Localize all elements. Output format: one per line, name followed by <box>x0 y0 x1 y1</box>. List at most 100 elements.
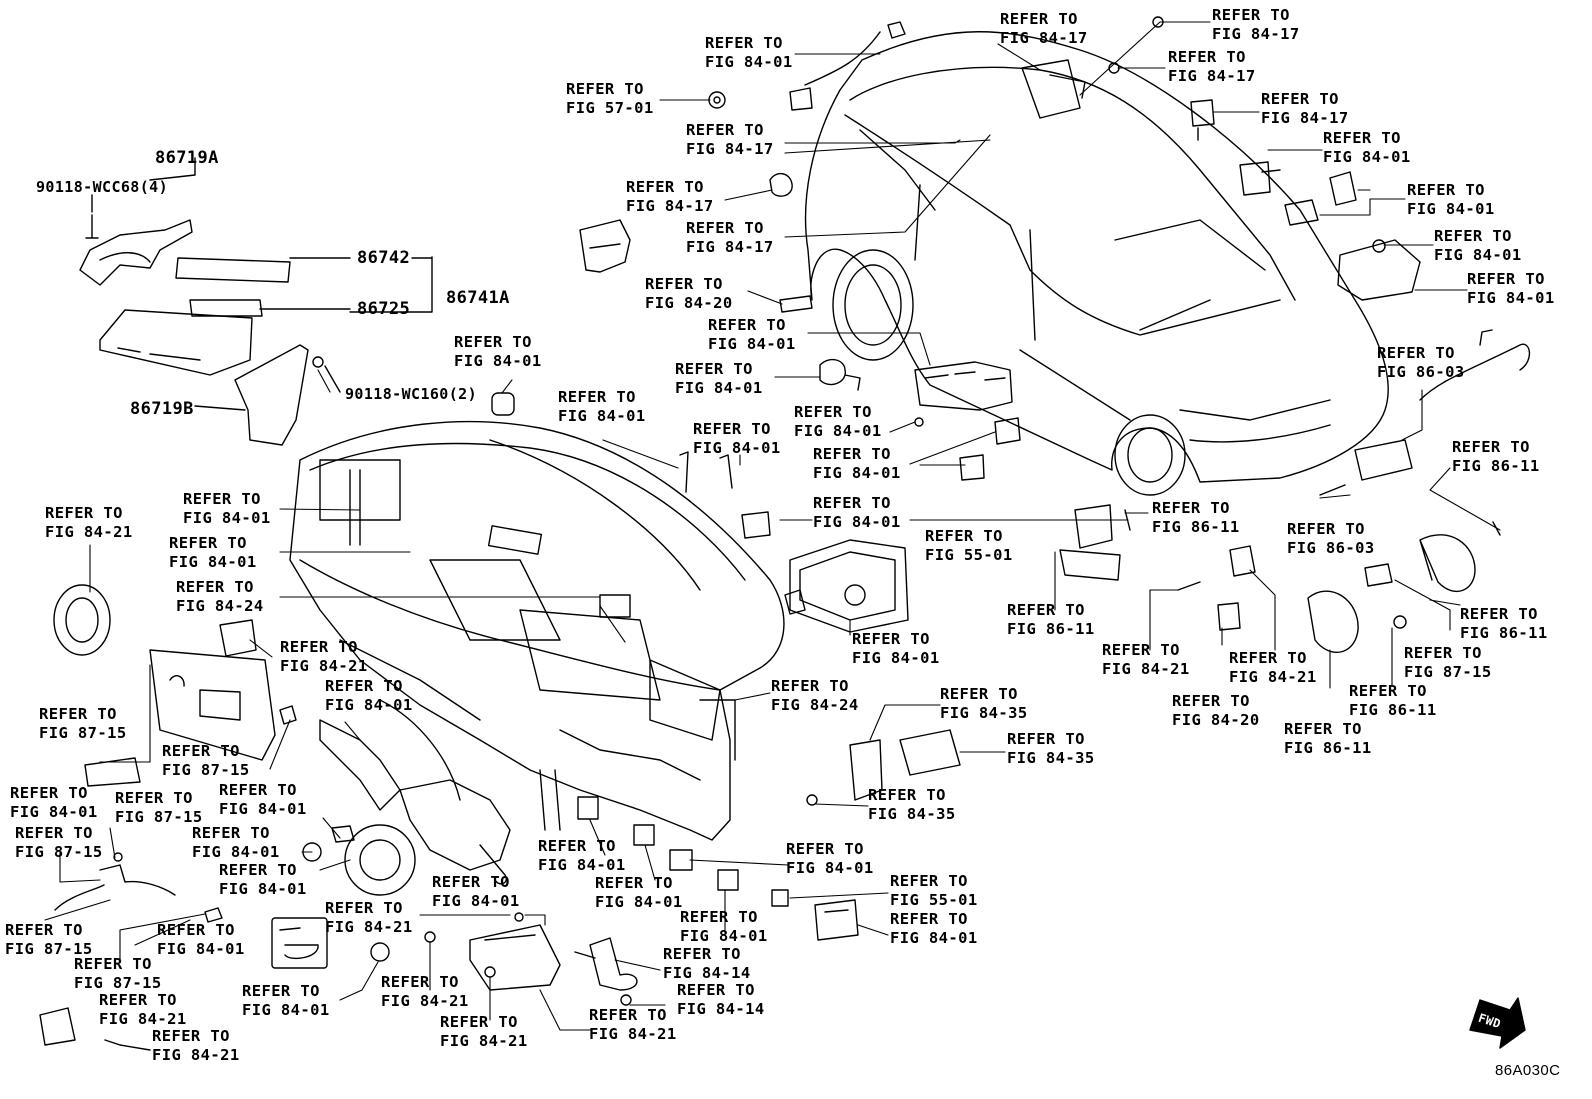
callout-refer-fig-84-01[interactable]: REFER TO FIG 84-01 <box>1434 227 1522 265</box>
fig-ref-text: FIG 84-17 <box>626 197 714 215</box>
callout-refer-fig-86-03[interactable]: REFER TO FIG 86-03 <box>1377 344 1465 382</box>
callout-refer-fig-84-01[interactable]: REFER TO FIG 84-01 <box>558 388 646 426</box>
callout-refer-fig-84-01[interactable]: REFER TO FIG 84-01 <box>890 910 978 948</box>
callout-refer-fig-84-01[interactable]: REFER TO FIG 84-01 <box>1407 181 1495 219</box>
callout-refer-fig-87-15[interactable]: REFER TO FIG 87-15 <box>162 742 250 780</box>
callout-refer-fig-84-21[interactable]: REFER TO FIG 84-21 <box>440 1013 528 1051</box>
part-number-86741A: 86741A <box>446 288 510 308</box>
callout-refer-fig-55-01[interactable]: REFER TO FIG 55-01 <box>925 527 1013 565</box>
callout-refer-fig-87-15[interactable]: REFER TO FIG 87-15 <box>115 789 203 827</box>
callout-refer-fig-84-21[interactable]: REFER TO FIG 84-21 <box>1102 641 1190 679</box>
callout-refer-fig-84-01[interactable]: REFER TO FIG 84-01 <box>852 630 940 668</box>
callout-refer-fig-84-01[interactable]: REFER TO FIG 84-01 <box>242 982 330 1020</box>
callout-refer-fig-84-24[interactable]: REFER TO FIG 84-24 <box>176 578 264 616</box>
callout-refer-fig-84-14[interactable]: REFER TO FIG 84-14 <box>663 945 751 983</box>
refer-to-text: REFER TO <box>1407 181 1485 199</box>
callout-refer-fig-84-01[interactable]: REFER TO FIG 84-01 <box>219 861 307 899</box>
callout-refer-fig-84-01[interactable]: REFER TO FIG 84-01 <box>1323 129 1411 167</box>
fig-ref-text: FIG 84-17 <box>1261 109 1349 127</box>
callout-refer-fig-84-01[interactable]: REFER TO FIG 84-01 <box>10 784 98 822</box>
callout-refer-fig-84-01[interactable]: REFER TO FIG 84-01 <box>219 781 307 819</box>
callout-refer-fig-84-20[interactable]: REFER TO FIG 84-20 <box>645 275 733 313</box>
refer-to-text: REFER TO <box>558 388 636 406</box>
callout-refer-fig-86-03[interactable]: REFER TO FIG 86-03 <box>1287 520 1375 558</box>
callout-refer-fig-84-01[interactable]: REFER TO FIG 84-01 <box>813 494 901 532</box>
refer-to-text: REFER TO <box>1377 344 1455 362</box>
callout-refer-fig-84-21[interactable]: REFER TO FIG 84-21 <box>152 1027 240 1065</box>
refer-to-text: REFER TO <box>940 685 1018 703</box>
callout-refer-fig-87-15[interactable]: REFER TO FIG 87-15 <box>39 705 127 743</box>
callout-refer-fig-84-21[interactable]: REFER TO FIG 84-21 <box>280 638 368 676</box>
refer-to-text: REFER TO <box>1229 649 1307 667</box>
callout-refer-fig-57-01[interactable]: REFER TO FIG 57-01 <box>566 80 654 118</box>
callout-refer-fig-84-21[interactable]: REFER TO FIG 84-21 <box>325 899 413 937</box>
callout-refer-fig-86-11[interactable]: REFER TO FIG 86-11 <box>1460 605 1548 643</box>
callout-refer-fig-84-21[interactable]: REFER TO FIG 84-21 <box>45 504 133 542</box>
callout-refer-fig-84-01[interactable]: REFER TO FIG 84-01 <box>192 824 280 862</box>
callout-refer-fig-84-01[interactable]: REFER TO FIG 84-01 <box>183 490 271 528</box>
callout-refer-fig-84-17[interactable]: REFER TO FIG 84-17 <box>626 178 714 216</box>
callout-refer-fig-84-01[interactable]: REFER TO FIG 84-01 <box>708 316 796 354</box>
callout-refer-fig-84-01[interactable]: REFER TO FIG 84-01 <box>157 921 245 959</box>
refer-to-text: REFER TO <box>169 534 247 552</box>
callout-refer-fig-87-15[interactable]: REFER TO FIG 87-15 <box>74 955 162 993</box>
refer-to-text: REFER TO <box>10 784 88 802</box>
callout-refer-fig-87-15[interactable]: REFER TO FIG 87-15 <box>5 921 93 959</box>
callout-refer-fig-84-21[interactable]: REFER TO FIG 84-21 <box>1229 649 1317 687</box>
callout-refer-fig-84-01[interactable]: REFER TO FIG 84-01 <box>432 873 520 911</box>
callout-refer-fig-84-17[interactable]: REFER TO FIG 84-17 <box>1168 48 1256 86</box>
refer-to-text: REFER TO <box>890 910 968 928</box>
callout-refer-fig-84-35[interactable]: REFER TO FIG 84-35 <box>940 685 1028 723</box>
callout-refer-fig-84-17[interactable]: REFER TO FIG 84-17 <box>1261 90 1349 128</box>
callout-refer-fig-84-24[interactable]: REFER TO FIG 84-24 <box>771 677 859 715</box>
callout-refer-fig-84-21[interactable]: REFER TO FIG 84-21 <box>99 991 187 1029</box>
callout-refer-fig-86-11[interactable]: REFER TO FIG 86-11 <box>1349 682 1437 720</box>
callout-refer-fig-84-17[interactable]: REFER TO FIG 84-17 <box>1212 6 1300 44</box>
callout-refer-fig-55-01[interactable]: REFER TO FIG 55-01 <box>890 872 978 910</box>
fig-ref-text: FIG 84-01 <box>1323 148 1411 166</box>
callout-refer-fig-86-11[interactable]: REFER TO FIG 86-11 <box>1284 720 1372 758</box>
callout-refer-fig-84-01[interactable]: REFER TO FIG 84-01 <box>794 403 882 441</box>
callout-refer-fig-84-17[interactable]: REFER TO FIG 84-17 <box>1000 10 1088 48</box>
fig-ref-text: FIG 55-01 <box>890 891 978 909</box>
callout-refer-fig-84-01[interactable]: REFER TO FIG 84-01 <box>680 908 768 946</box>
callout-refer-fig-86-11[interactable]: REFER TO FIG 86-11 <box>1007 601 1095 639</box>
callout-refer-fig-87-15[interactable]: REFER TO FIG 87-15 <box>1404 644 1492 682</box>
callout-refer-fig-84-01[interactable]: REFER TO FIG 84-01 <box>454 333 542 371</box>
callout-refer-fig-84-01[interactable]: REFER TO FIG 84-01 <box>1467 270 1555 308</box>
callout-refer-fig-86-11[interactable]: REFER TO FIG 86-11 <box>1452 438 1540 476</box>
fig-ref-text: FIG 84-35 <box>940 704 1028 722</box>
fig-ref-text: FIG 84-01 <box>325 696 413 714</box>
callout-refer-fig-84-01[interactable]: REFER TO FIG 84-01 <box>693 420 781 458</box>
callout-refer-fig-84-01[interactable]: REFER TO FIG 84-01 <box>675 360 763 398</box>
fig-ref-text: FIG 84-14 <box>677 1000 765 1018</box>
fig-ref-text: FIG 84-01 <box>705 53 793 71</box>
callout-refer-fig-84-01[interactable]: REFER TO FIG 84-01 <box>325 677 413 715</box>
refer-to-text: REFER TO <box>15 824 93 842</box>
refer-to-text: REFER TO <box>589 1006 667 1024</box>
callout-refer-fig-84-01[interactable]: REFER TO FIG 84-01 <box>538 837 626 875</box>
callout-refer-fig-84-01[interactable]: REFER TO FIG 84-01 <box>786 840 874 878</box>
callout-refer-fig-84-21[interactable]: REFER TO FIG 84-21 <box>589 1006 677 1044</box>
callout-refer-fig-84-14[interactable]: REFER TO FIG 84-14 <box>677 981 765 1019</box>
refer-to-text: REFER TO <box>192 824 270 842</box>
callout-refer-fig-84-17[interactable]: REFER TO FIG 84-17 <box>686 121 774 159</box>
callout-refer-fig-84-01[interactable]: REFER TO FIG 84-01 <box>705 34 793 72</box>
callout-refer-fig-86-11[interactable]: REFER TO FIG 86-11 <box>1152 499 1240 537</box>
callout-refer-fig-84-20[interactable]: REFER TO FIG 84-20 <box>1172 692 1260 730</box>
refer-to-text: REFER TO <box>219 781 297 799</box>
callout-refer-fig-84-35[interactable]: REFER TO FIG 84-35 <box>868 786 956 824</box>
callout-refer-fig-84-01[interactable]: REFER TO FIG 84-01 <box>595 874 683 912</box>
refer-to-text: REFER TO <box>183 490 261 508</box>
callout-refer-fig-84-21[interactable]: REFER TO FIG 84-21 <box>381 973 469 1011</box>
callout-refer-fig-84-17[interactable]: REFER TO FIG 84-17 <box>686 219 774 257</box>
refer-to-text: REFER TO <box>1452 438 1530 456</box>
fig-ref-text: FIG 84-01 <box>219 800 307 818</box>
callout-refer-fig-84-35[interactable]: REFER TO FIG 84-35 <box>1007 730 1095 768</box>
callout-refer-fig-84-01[interactable]: REFER TO FIG 84-01 <box>169 534 257 572</box>
fig-ref-text: FIG 84-21 <box>1229 668 1317 686</box>
callout-refer-fig-84-01[interactable]: REFER TO FIG 84-01 <box>813 445 901 483</box>
fig-ref-text: FIG 84-35 <box>1007 749 1095 767</box>
callout-refer-fig-87-15[interactable]: REFER TO FIG 87-15 <box>15 824 103 862</box>
